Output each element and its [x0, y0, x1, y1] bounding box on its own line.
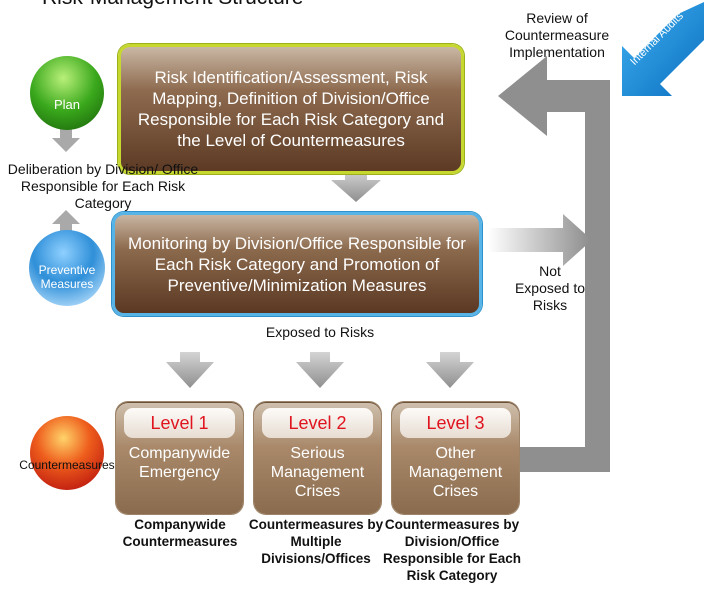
countermeasures-label: Countermeasures	[19, 458, 115, 472]
deliberation-text: Deliberation by Division/ Office Respons…	[7, 161, 199, 211]
level-3-countermeasure-text: Countermeasures by Division/Office Respo…	[382, 517, 522, 583]
deliberation-down-arrow	[52, 126, 80, 152]
diagram-title: Risk-Management Structure	[42, 0, 303, 10]
level-1-heading: Level 1	[124, 408, 235, 438]
plan-box-text: Risk Identification/Assessment, Risk Map…	[137, 68, 445, 150]
feedback-arrow	[498, 56, 610, 472]
review-text: Review of Countermeasure Implementation	[504, 10, 610, 60]
preventive-label-text: Preventive Measures	[38, 263, 96, 291]
level-3-heading: Level 3	[400, 408, 511, 438]
level-2-countermeasure-text: Countermeasures by Multiple Divisions/Of…	[248, 517, 384, 566]
plan-circle	[30, 56, 104, 130]
level-2-countermeasure: Countermeasures by Multiple Divisions/Of…	[248, 516, 384, 567]
preventive-box: Monitoring by Division/Office Responsibl…	[112, 212, 482, 316]
level-2-name: Serious Management Crises	[270, 445, 365, 500]
down-arrow-level3	[426, 352, 474, 388]
deliberation-up-arrow	[52, 210, 80, 234]
preventive-label: Preventive Measures	[29, 263, 105, 291]
not-exposed-arrow	[488, 214, 592, 266]
plan-box: Risk Identification/Assessment, Risk Map…	[118, 44, 464, 174]
level-2-box: Level 2 Serious Management Crises	[254, 402, 381, 514]
level-1-countermeasure-text: Companywide Countermeasures	[122, 517, 238, 549]
countermeasures-circle	[30, 416, 104, 490]
exposed-note: Exposed to Risks	[265, 324, 375, 340]
level-1-countermeasure: Companywide Countermeasures	[116, 516, 244, 550]
not-exposed-note: Not Exposed to Risks	[512, 263, 588, 314]
down-arrow-level2	[296, 352, 344, 388]
deliberation-note: Deliberation by Division/ Office Respons…	[4, 161, 202, 212]
level-3-box: Level 3 Other Management Crises	[392, 402, 519, 514]
level-1-box: Level 1 Companywide Emergency	[116, 402, 243, 514]
level-3-countermeasure: Countermeasures by Division/Office Respo…	[382, 516, 522, 584]
down-arrow-level1	[166, 352, 214, 388]
preventive-circle	[29, 230, 105, 306]
not-exposed-text: Not Exposed to Risks	[514, 263, 586, 313]
preventive-box-text: Monitoring by Division/Office Responsibl…	[128, 233, 466, 295]
level-2-heading: Level 2	[262, 408, 373, 438]
level-1-name: Companywide Emergency	[128, 445, 231, 481]
plan-label: Plan	[53, 97, 81, 112]
level-3-name: Other Management Crises	[408, 445, 503, 500]
review-note: Review of Countermeasure Implementation	[492, 10, 622, 61]
down-arrow-plan	[331, 170, 381, 202]
internal-audits-arrow	[622, 2, 704, 96]
